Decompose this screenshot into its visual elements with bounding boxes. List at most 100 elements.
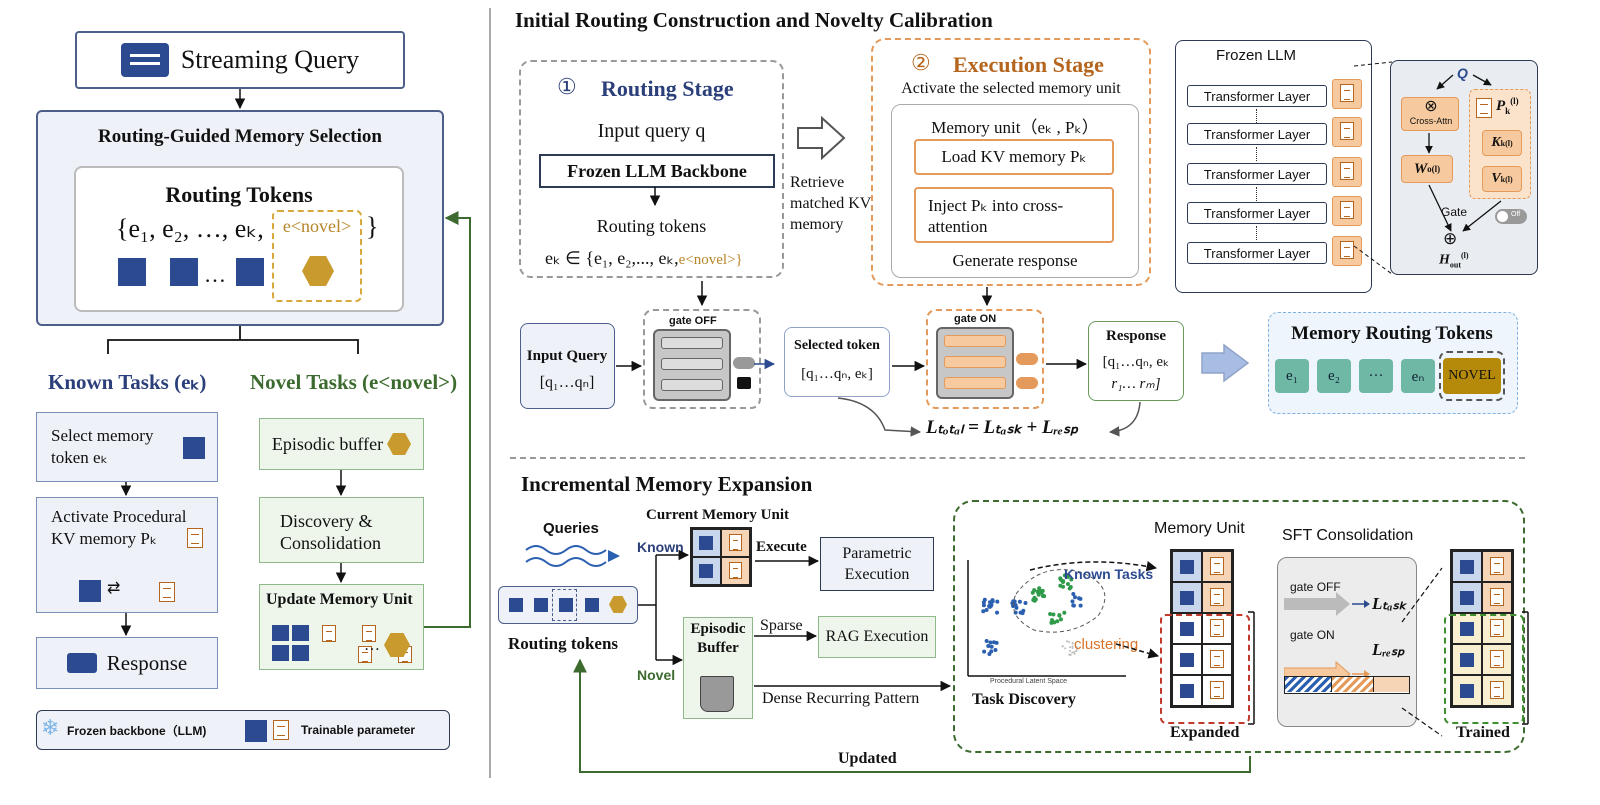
trained-kv-doc-icon [1490, 557, 1504, 575]
sft-progress-bar [1284, 676, 1410, 694]
cluster-dot [1073, 650, 1076, 653]
expanded-token-square [1180, 622, 1194, 636]
routing-formula-novel: e<novel>} [678, 252, 743, 268]
discovery-label: Discovery & Consolidation [280, 511, 382, 553]
expanded-frame [1170, 549, 1234, 708]
input-query-label: Input Query [526, 348, 608, 364]
memory-unit-box: Memory unit（eₖ , Pₖ） Load KV memory Pₖ I… [891, 104, 1139, 278]
routing-selection-box: Routing-Guided Memory Selection Routing … [36, 110, 444, 326]
routing-token-bar [498, 586, 638, 624]
selected-token-box: Selected token [q₁…qₙ, eₖ] [784, 327, 890, 397]
memory-unit-label: Memory unit（eₖ , Pₖ） [931, 118, 1099, 137]
gate-on-label: gate ON [954, 313, 997, 325]
token-square-2 [170, 258, 198, 286]
layer-doc-icon-5 [1340, 241, 1354, 259]
novel-tasks-heading: Novel Tasks (e<novel>) [250, 370, 458, 394]
h-out-label: Hout(l) [1439, 251, 1469, 270]
sft-title: SFT Consolidation [1282, 527, 1414, 544]
cluster-dot [1076, 647, 1079, 650]
gate-off-label: gate OFF [669, 315, 717, 327]
transformer-layer-5: Transformer Layer [1187, 242, 1327, 264]
cross-attn-label: Cross-Attn [1409, 116, 1453, 126]
expanded-token-square [1180, 560, 1194, 574]
cluster-dot [982, 649, 987, 654]
gate-on-block: gate ON [926, 309, 1044, 409]
blue-big-arrow [1200, 343, 1250, 383]
episodic-buffer-box: Episodic buffer [259, 418, 424, 470]
parametric-execution-label: Parametric Execution [842, 545, 912, 583]
cluster-dot [1078, 596, 1083, 601]
trained-kv-cell [1482, 551, 1512, 582]
transformer-layer-1: Transformer Layer [1187, 85, 1327, 107]
update-ellipsis: … [364, 637, 380, 654]
response-seq-2: r₁… rₘ] [1111, 376, 1161, 392]
inject-label: Inject Pₖ into cross-attention [928, 196, 1064, 236]
latent-space-plot [967, 560, 1126, 677]
rag-execution-label: RAG Execution [825, 628, 929, 645]
trained-kv-doc-icon [1490, 588, 1504, 606]
cluster-dot [1065, 574, 1070, 579]
expanded-kv-cell [1202, 644, 1232, 675]
trained-token-square [1460, 622, 1474, 636]
frozen-layers-icon [653, 329, 731, 401]
q-label: Q [1457, 65, 1468, 81]
novel-token-chip: NOVEL [1443, 358, 1501, 394]
response-chat-icon [66, 653, 97, 673]
bottom-title: Incremental Memory Expansion [521, 472, 813, 496]
layer-ellipsis-3 [1256, 187, 1257, 201]
legend-trainable-label: Trainable parameter [301, 723, 416, 737]
trained-token-cell [1452, 613, 1482, 644]
expanded-label: Expanded [1170, 724, 1240, 741]
routing-set-text: {e₁, e₂, …, eₖ, [116, 214, 264, 244]
p-k-doc-icon [1476, 98, 1492, 118]
trained-token-cell [1452, 582, 1482, 613]
layer-doc-icon-2 [1340, 122, 1354, 140]
transformer-layer-4: Transformer Layer [1187, 202, 1327, 224]
cluster-dot [995, 599, 1000, 604]
cluster-dot [1068, 649, 1071, 652]
gate-toggle: Off [1495, 209, 1527, 224]
expanded-token-cell [1172, 675, 1202, 706]
memory-routing-token-3: ··· [1359, 359, 1393, 393]
expanded-token-cell [1172, 644, 1202, 675]
cluster-dot [1068, 653, 1071, 656]
known-tasks-heading: Known Tasks (eₖ) [48, 370, 207, 394]
novel-token-label: e<novel> [282, 216, 352, 236]
cluster-dot [1058, 617, 1063, 622]
cluster-dot [1062, 610, 1067, 615]
cluster-dot [1078, 603, 1083, 608]
cluster-dot [1059, 578, 1064, 583]
kv-doc-icon [187, 528, 203, 548]
cluster-dot [1071, 651, 1074, 654]
trained-frame [1450, 549, 1514, 708]
cluster-dot [982, 597, 987, 602]
activate-square [79, 580, 101, 602]
expanded-kv-cell [1202, 675, 1232, 706]
task-discovery-label: Task Discovery [972, 691, 1076, 708]
layer-memory-chip-3 [1332, 157, 1362, 187]
cluster-dot [1037, 586, 1042, 591]
routing-stage-num: ① [557, 74, 577, 99]
parametric-execution-box: Parametric Execution [820, 537, 934, 591]
section-separator [510, 457, 1525, 459]
cluster-dot [1011, 599, 1016, 604]
layer-memory-chip-1 [1332, 79, 1362, 109]
exec-stage-num: ② [911, 50, 931, 75]
cluster-dot [1023, 601, 1028, 606]
gate-label: Gate [1441, 205, 1468, 219]
expanded-token-square [1180, 591, 1194, 605]
memory-routing-token-1: e₁ [1275, 359, 1309, 393]
trained-token-square [1460, 560, 1474, 574]
top-title: Initial Routing Construction and Novelty… [515, 8, 993, 32]
response-label: Response [106, 650, 188, 675]
expanded-red-frame [1160, 614, 1250, 724]
current-memory-unit-label: Current Memory Unit [646, 507, 790, 523]
episodic-hex-icon [387, 433, 412, 455]
transformer-layer-2: Transformer Layer [1187, 123, 1327, 145]
key-on-icon-2 [1016, 377, 1038, 389]
layer-memory-chip-2 [1332, 117, 1362, 147]
activate-memory-label: Activate Procedural KV memory Pₖ [51, 507, 187, 548]
response-box: Response [36, 637, 218, 689]
update-doc-icon-1 [322, 625, 336, 642]
expanded-kv-cell [1202, 613, 1232, 644]
